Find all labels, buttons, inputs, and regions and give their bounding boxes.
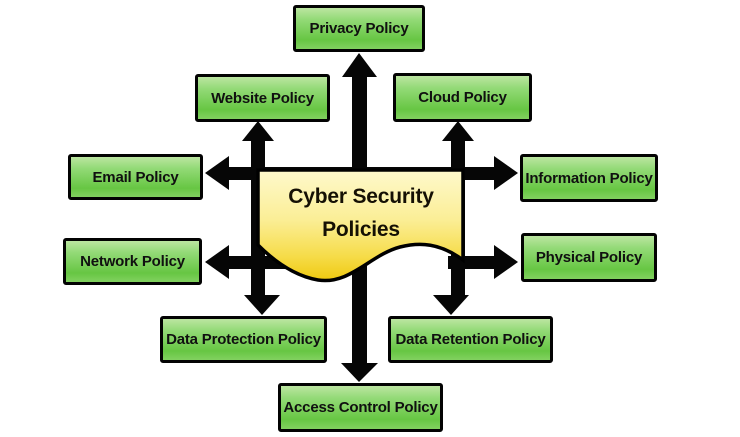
node-website-policy: Website Policy xyxy=(195,74,330,122)
arrowhead-website-icon xyxy=(242,121,274,141)
node-network-policy: Network Policy xyxy=(63,238,202,285)
node-cloud-policy: Cloud Policy xyxy=(393,73,532,122)
node-access-control-policy: Access Control Policy xyxy=(278,383,443,432)
arrowhead-network-icon xyxy=(205,245,229,279)
node-physical-label: Physical Policy xyxy=(535,249,643,266)
arrowhead-access-control-icon xyxy=(341,363,378,382)
arrow-access-control xyxy=(341,250,378,382)
node-data-protection-policy: Data Protection Policy xyxy=(160,316,327,363)
center-title: Cyber Security Policies xyxy=(288,185,434,241)
arrowhead-physical-icon xyxy=(494,245,518,279)
arrowhead-information-icon xyxy=(494,156,518,190)
node-email-policy: Email Policy xyxy=(68,154,203,200)
node-email-label: Email Policy xyxy=(92,168,179,186)
node-data-retention-policy: Data Retention Policy xyxy=(388,316,553,363)
node-privacy-label: Privacy Policy xyxy=(309,20,409,37)
arrow-privacy xyxy=(342,53,377,175)
node-cloud-label: Cloud Policy xyxy=(418,89,507,106)
arrowhead-privacy-icon xyxy=(342,53,377,77)
node-information-label: Information Policy xyxy=(525,169,653,187)
arrowhead-email-icon xyxy=(205,156,229,190)
node-network-label: Network Policy xyxy=(80,253,185,270)
arrowhead-data-protection-icon xyxy=(244,295,280,315)
node-information-policy: Information Policy xyxy=(520,154,658,202)
node-data-protection-label: Data Protection Policy xyxy=(166,331,321,348)
arrowhead-cloud-icon xyxy=(442,121,474,141)
node-privacy-policy: Privacy Policy xyxy=(293,5,425,52)
node-access-control-label: Access Control Policy xyxy=(283,399,438,416)
node-website-label: Website Policy xyxy=(211,89,314,107)
center-document-shape xyxy=(256,168,465,283)
node-data-retention-label: Data Retention Policy xyxy=(395,331,546,348)
node-physical-policy: Physical Policy xyxy=(521,233,657,282)
arrowhead-data-retention-icon xyxy=(433,295,469,315)
